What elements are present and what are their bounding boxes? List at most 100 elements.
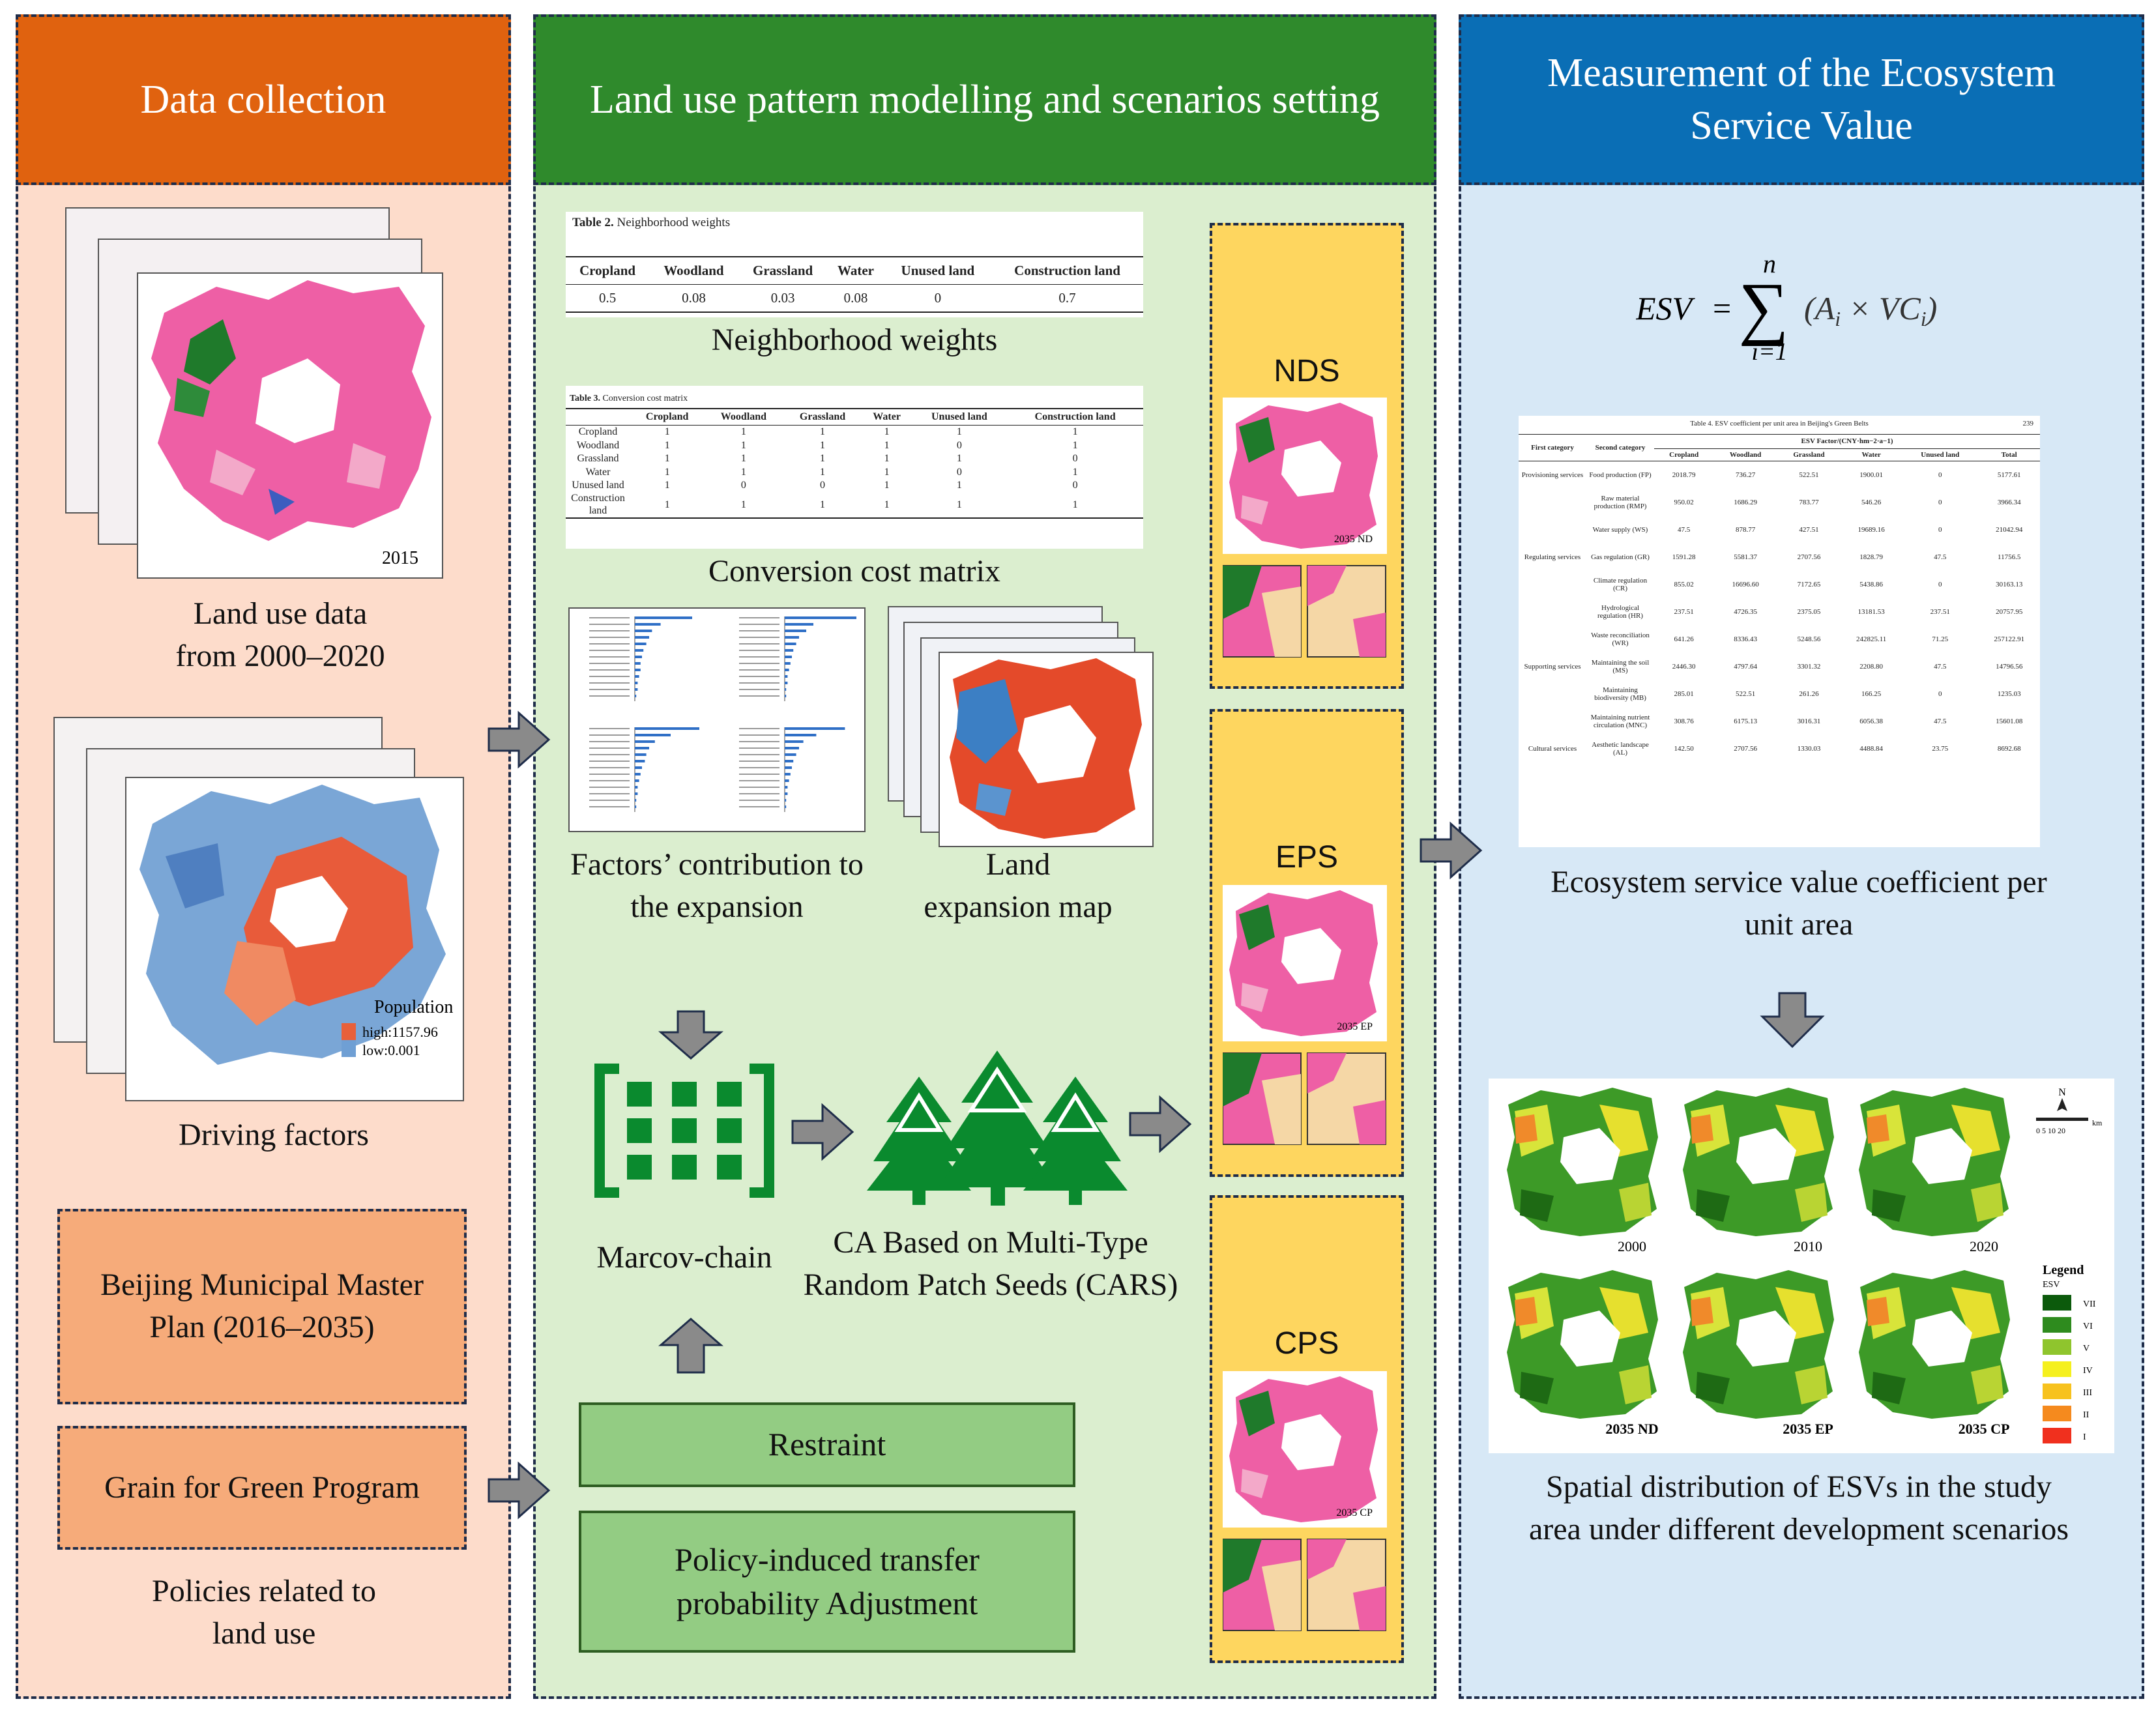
- esv-cell: Aesthetic landscape (AL): [1592, 740, 1649, 757]
- legend-class-label: V: [2083, 1344, 2090, 1354]
- conversion-cell: Construction land: [571, 493, 625, 516]
- esv-cell: 6175.13: [1734, 717, 1757, 725]
- factor-bar: [785, 649, 794, 652]
- esv-map-label: 2035 CP: [1959, 1421, 2010, 1437]
- markov-caption: Marcov-chain: [596, 1240, 772, 1275]
- esv-cell: 71.25: [1932, 635, 1949, 643]
- esv-cell: 20757.95: [1996, 607, 2023, 616]
- neighborhood-value-cell: 0: [934, 290, 942, 306]
- factor-bar: [785, 630, 806, 632]
- esv-cell: 950.02: [1674, 498, 1694, 506]
- conversion-header-cell: Cropland: [645, 411, 689, 422]
- legend-swatch: [2043, 1428, 2071, 1443]
- legend-swatch: [2043, 1295, 2071, 1311]
- esv-cell: 8692.68: [1997, 744, 2021, 753]
- esv-header-cell: ESV Factor/(CNY·hm−2·a−1): [1654, 434, 2040, 449]
- conversion-cell: 1: [664, 466, 670, 478]
- factor-bar: [635, 747, 649, 749]
- conversion-header-cell: Grassland: [799, 411, 846, 422]
- conversion-cell: 1: [956, 479, 962, 491]
- factor-bar: [785, 786, 788, 789]
- esv-cell: 47.5: [1934, 553, 1947, 561]
- esv-cell: Cultural services: [1528, 744, 1577, 753]
- factor-bar: [635, 669, 641, 671]
- esv-map-2: 2020: [1859, 1088, 2010, 1254]
- esv-cell: 5248.56: [1797, 635, 1821, 643]
- factor-bar: [635, 779, 639, 782]
- neighborhood-value-cell: 0.7: [1058, 290, 1076, 306]
- factor-bar: [785, 727, 845, 730]
- esv-cell: 3966.34: [1997, 498, 2021, 506]
- esv-cell: 47.5: [1934, 662, 1947, 671]
- factor-bar: [785, 662, 791, 665]
- factor-bar: [785, 682, 788, 684]
- down-arrow-to-markov: [658, 1010, 723, 1060]
- esv-cell: 783.77: [1799, 498, 1819, 506]
- table-row: Cultural services Aesthetic landscape (AL…: [1519, 735, 2040, 762]
- esv-cell: 1828.79: [1859, 553, 1883, 561]
- esv-subheader-cell: Total: [2001, 450, 2017, 459]
- formula-sub1: i: [1835, 307, 1841, 330]
- conversion-header-cell: Unused land: [931, 411, 987, 422]
- conversion-cell: Unused land: [572, 479, 624, 491]
- esv-map-3: 2035 ND: [1507, 1270, 1659, 1437]
- esv-map-label: 2000: [1618, 1238, 1646, 1254]
- esv-cell: 5438.86: [1859, 580, 1883, 588]
- esv-cell: 4488.84: [1859, 744, 1883, 753]
- formula-upper: n: [1763, 249, 1776, 278]
- neighborhood-caption: Neighborhood weights: [711, 323, 998, 357]
- grain-for-green-box: Grain for Green Program: [57, 1426, 467, 1550]
- conversion-cell: 1: [1072, 466, 1078, 478]
- conversion-cell: 0: [740, 479, 746, 491]
- factor-bar: [635, 740, 655, 743]
- formula-times: × VC: [1841, 290, 1921, 326]
- factor-bar: [635, 727, 699, 730]
- formula-body: (A: [1804, 290, 1835, 326]
- land-use-map-2015: 2015: [151, 280, 431, 568]
- esv-cell: Food production (FP): [1589, 471, 1652, 479]
- factor-bar: [635, 799, 637, 802]
- conversion-header-cell: Construction land: [1034, 411, 1116, 422]
- conversion-cell: 0: [956, 466, 962, 478]
- factor-bar: [785, 805, 787, 808]
- formula-sub2: i: [1921, 307, 1927, 330]
- esv-cell: 257122.91: [1994, 635, 2025, 643]
- factor-bar: [635, 636, 649, 639]
- neighborhood-header-cell: Construction land: [1014, 263, 1120, 278]
- esv-subheader-cell: Grassland: [1793, 450, 1825, 459]
- conversion-cell: 1: [820, 499, 826, 510]
- conversion-cell: 1: [820, 426, 826, 438]
- esv-subheader-cell: Cropland: [1669, 450, 1699, 459]
- esv-cell: 0: [1938, 689, 1942, 698]
- neighborhood-value-cell: 0.08: [843, 290, 868, 306]
- conversion-cell: 1: [664, 439, 670, 451]
- esv-cell: 15601.08: [1996, 717, 2023, 725]
- land-use-map-stack: 2015: [65, 207, 450, 579]
- factor-bar: [635, 805, 637, 808]
- conversion-cell: 1: [1072, 499, 1078, 510]
- factor-bar: [635, 786, 638, 789]
- esv-cell: 19689.16: [1857, 525, 1885, 534]
- esv-cell: 23.75: [1932, 744, 1949, 753]
- esv-cell: [1519, 598, 1586, 626]
- conversion-cell: 1: [664, 453, 670, 465]
- scenario-map-2: 2035 CP: [1222, 1371, 1387, 1632]
- scenario-map-tag: 2035 ND: [1334, 534, 1373, 545]
- esv-map-label: 2020: [1970, 1238, 1998, 1254]
- factors-caption: Factors’ contribution to the expansion: [570, 847, 864, 924]
- svg-text:(Ai × VCi): (Ai × VCi): [1804, 290, 1937, 330]
- factor-bar: [785, 753, 796, 756]
- legend-class-label: IV: [2083, 1366, 2093, 1376]
- esv-cell: 3301.32: [1797, 662, 1821, 671]
- arrow-markov-to-cars: [791, 1103, 854, 1161]
- esv-cell: 13181.53: [1857, 607, 1885, 616]
- beijing-master-plan-box: Beijing Municipal Master Plan (2016–2035…: [57, 1209, 467, 1404]
- conversion-cell: 1: [740, 453, 746, 465]
- factor-bar: [785, 773, 791, 775]
